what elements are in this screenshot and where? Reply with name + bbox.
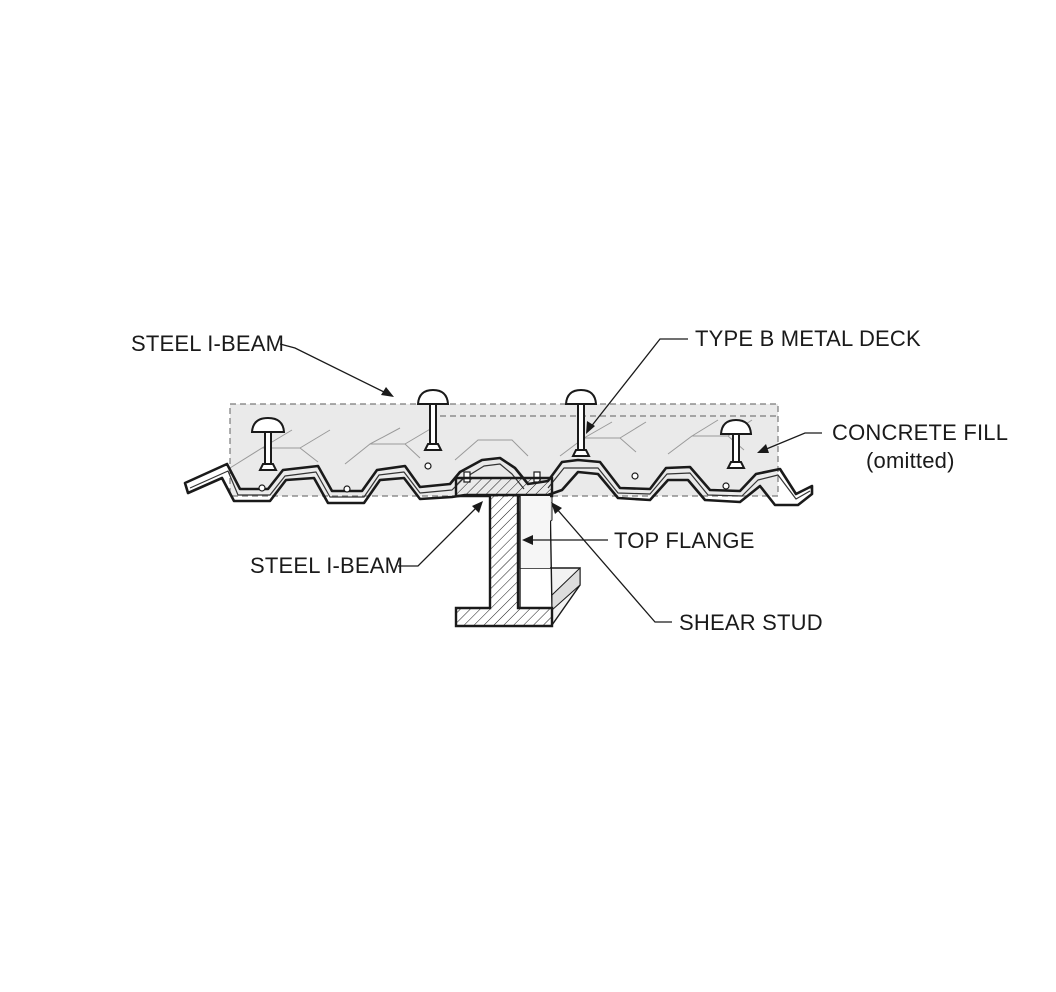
shear-stud-1	[250, 416, 286, 471]
label-concrete-fill-omitted: (omitted)	[866, 448, 955, 473]
labels: STEEL I-BEAM TYPE B METAL DECK CONCRETE …	[131, 326, 1008, 635]
shear-stud-3	[564, 388, 598, 457]
leader-top-flange	[522, 535, 608, 545]
shear-stud-2	[416, 388, 450, 451]
leader-lines	[279, 338, 822, 623]
leader-metal-deck	[586, 338, 688, 434]
shear-studs	[250, 388, 753, 483]
leader-steel-i-beam-bottom	[398, 501, 483, 567]
label-top-flange: TOP FLANGE	[614, 528, 755, 553]
leader-shear-stud	[551, 502, 672, 623]
label-steel-i-beam-bottom: STEEL I-BEAM	[250, 553, 403, 578]
shear-stud-4	[719, 418, 753, 469]
leader-concrete-fill	[757, 432, 822, 453]
label-concrete-fill: CONCRETE FILL	[832, 420, 1008, 445]
label-shear-stud: SHEAR STUD	[679, 610, 823, 635]
deck-weld-dots	[258, 462, 730, 493]
leader-steel-i-beam-top	[279, 343, 394, 397]
label-steel-i-beam-top: STEEL I-BEAM	[131, 331, 284, 356]
metal-deck	[183, 419, 814, 507]
label-type-b-metal-deck: TYPE B METAL DECK	[695, 326, 921, 351]
steel-i-beam	[454, 476, 581, 628]
